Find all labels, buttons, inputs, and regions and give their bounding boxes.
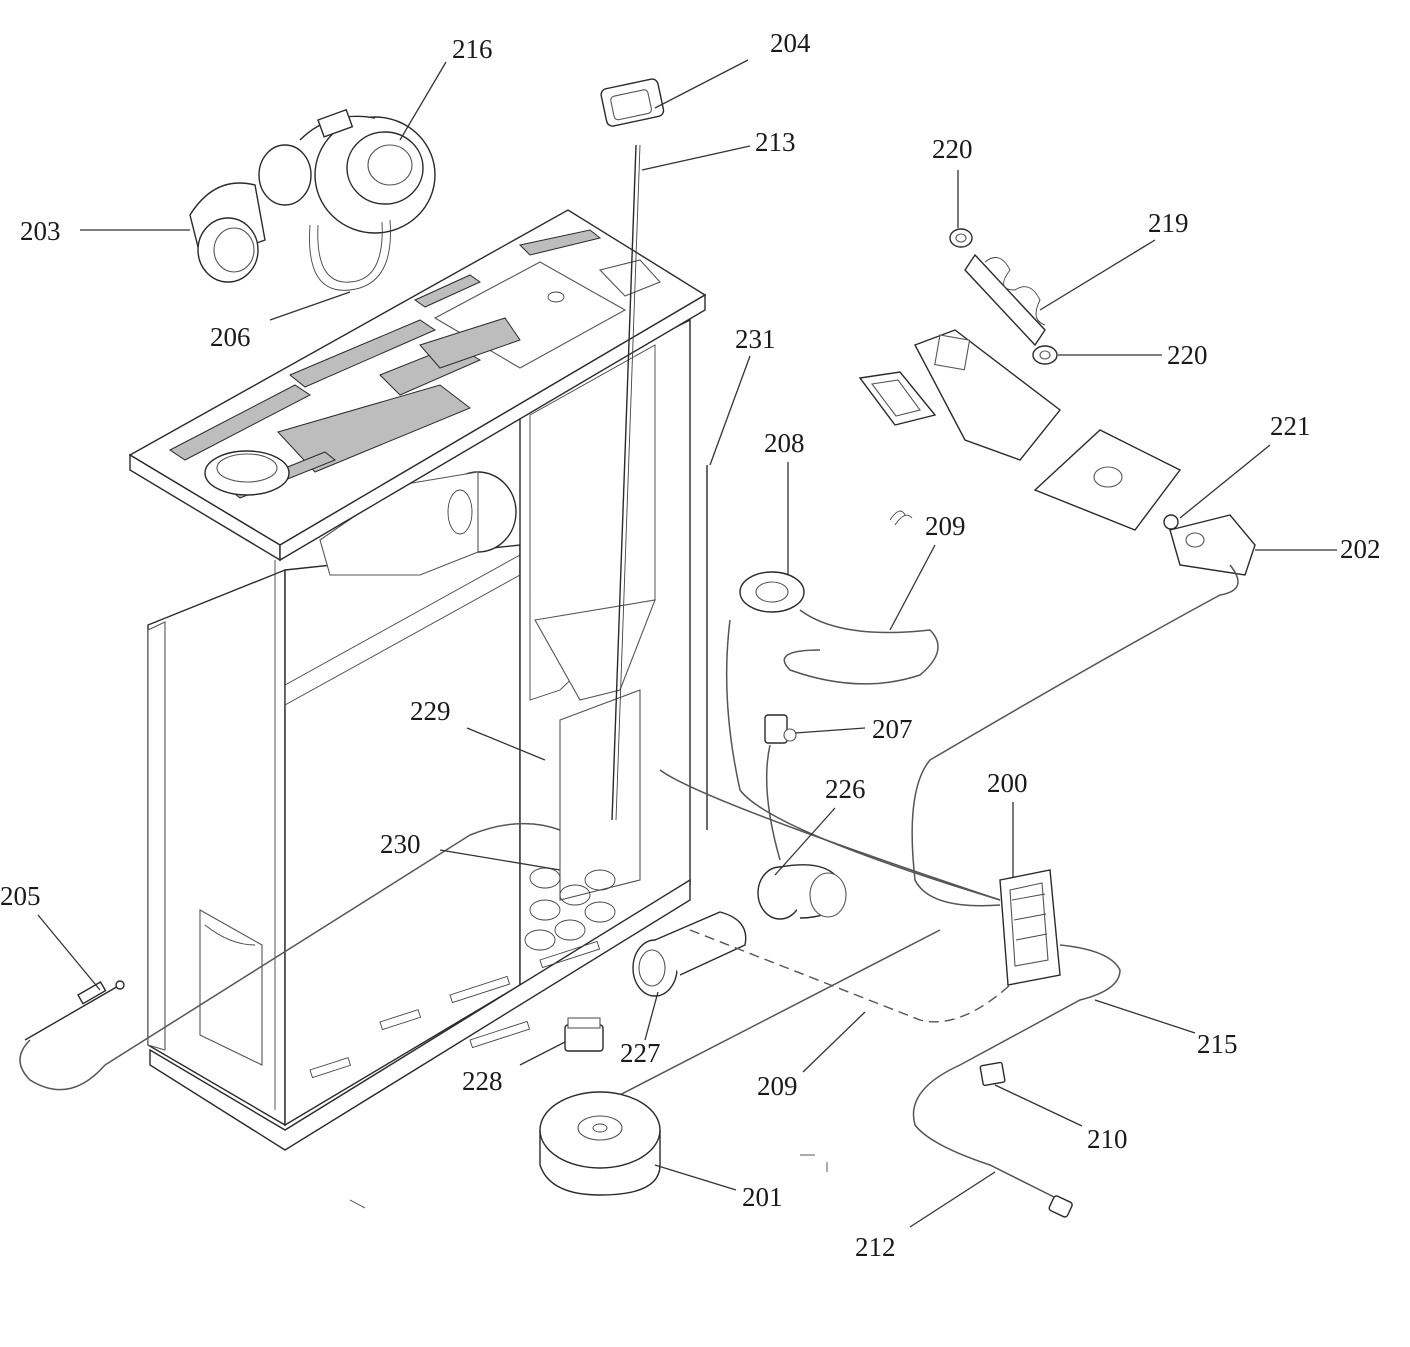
callout-229: 229 [410,696,451,726]
callout-204: 204 [770,28,811,58]
pressure-plate-204 [600,78,665,127]
callout-215: 215 [1197,1029,1238,1059]
silicone-hose-209 [783,510,939,685]
transformer-228 [564,1017,604,1052]
callout-219: 219 [1148,208,1189,238]
callout-212: 212 [855,1232,896,1262]
leader-lines [37,59,1337,1228]
callout-201: 201 [742,1182,783,1212]
callout-200: 200 [987,768,1028,798]
top-cover [128,209,707,562]
callout-210: 210 [1087,1124,1128,1154]
stove-body [147,318,691,1151]
callout-205: 205 [0,881,41,911]
exhaust-fan-216 [299,108,436,234]
elbow-226 [757,864,847,920]
callout-labels: 216 204 213 220 203 219 206 231 220 221 … [0,28,1381,1262]
glow-plug-205 [24,980,125,1041]
callout-221: 221 [1270,411,1311,441]
switch-210 [979,1061,1006,1087]
callout-213: 213 [755,127,796,157]
stray-marks [349,1154,828,1209]
fan-201 [539,1091,661,1196]
callout-230: 230 [380,829,421,859]
control-board-200 [999,869,1061,986]
callout-209-bottom: 209 [757,1071,798,1101]
callout-209-top: 209 [925,511,966,541]
callout-228: 228 [462,1066,503,1096]
rod-213 [611,144,637,821]
callout-226: 226 [825,774,866,804]
auger-assembly [858,228,1256,576]
callout-216: 216 [452,34,493,64]
gasket-206 [309,219,391,291]
callout-231: 231 [735,324,776,354]
callout-202: 202 [1340,534,1381,564]
base-slots [309,940,601,1079]
callout-208: 208 [764,428,805,458]
callout-207: 207 [872,714,913,744]
callout-203: 203 [20,216,61,246]
intake-pipe-227 [632,911,747,997]
exhaust-elbow-203 [189,144,312,283]
callout-220-bottom: 220 [1167,340,1208,370]
callout-220-top: 220 [932,134,973,164]
callout-227: 227 [620,1038,661,1068]
air-inlet-holes [524,867,616,951]
pressure-switch-208 [739,571,805,613]
callout-206: 206 [210,322,251,352]
wiring-harness [19,564,1239,1201]
thermostat-207 [764,714,797,744]
power-plug-212 [1048,1195,1073,1218]
